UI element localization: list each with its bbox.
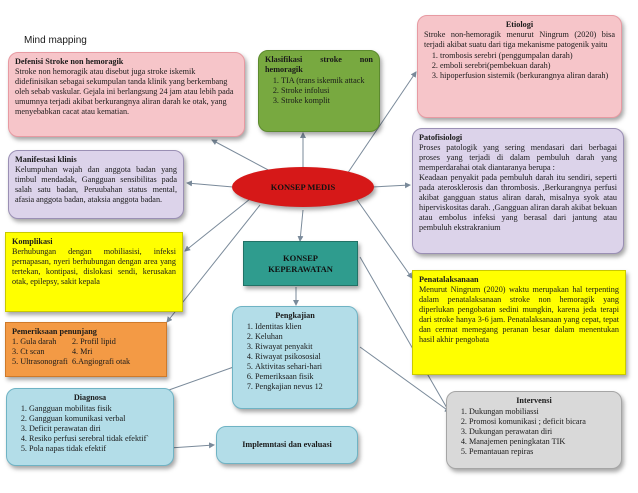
- patofisiologi-body-2: Keadaan penyakit pada pembuluh darah itu…: [419, 173, 617, 232]
- diagnosa-box: Diagnosa Gangguan mobilitas fisik Ganggu…: [6, 388, 174, 466]
- etiologi-title: Etiologi: [505, 20, 534, 29]
- konsep-keperawatan-label: KONSEP KEPERAWATAN: [268, 253, 333, 274]
- list-item: Dukungan perawatan diri: [469, 427, 615, 437]
- penatalaksanaan-box: Penatalaksanaan Menurut Ningrum (2020) w…: [412, 270, 626, 375]
- manifestasi-title: Manifestasi klinis: [15, 155, 77, 164]
- pemeriksaan-box: Pemeriksaan penunjang 1. Gula darah 2. P…: [5, 322, 167, 377]
- line-to-patofisiologi: [371, 182, 411, 189]
- penatalaksanaan-title: Penatalaksanaan: [419, 275, 479, 284]
- diagnosa-title: Diagnosa: [73, 393, 107, 402]
- manifestasi-box: Manifestasi klinis Kelumpuhan wajah dan …: [8, 150, 184, 219]
- line-to-intervensi-2: [359, 256, 456, 423]
- list-item: Promosi komunikasi ; deficit bicara: [469, 417, 615, 427]
- list-item: Stroke komplit: [281, 96, 373, 106]
- table-cell: 2. Profil lipid: [71, 337, 116, 346]
- pengkajian-box: Pengkajian Identitas klien Keluhan Riway…: [232, 306, 358, 409]
- list-item: Aktivitas sehari-hari: [255, 362, 351, 372]
- list-item: Identitas klien: [255, 322, 351, 332]
- list-item: Resiko perfusi serebral tidak efektif`: [29, 434, 167, 444]
- list-item: Pemantauan repiras: [469, 447, 615, 457]
- line-to-penatalaksanaan: [354, 196, 413, 279]
- pemeriksaan-table: 1. Gula darah 2. Profil lipid 3. Ct scan…: [12, 337, 130, 367]
- table-cell: 4. Mri: [71, 346, 93, 356]
- klasifikasi-title: Klasifikasi stroke non hemoragik: [265, 55, 373, 74]
- komplikasi-title: Komplikasi: [12, 237, 53, 246]
- klasifikasi-box: Klasifikasi stroke non hemoragik TIA (tr…: [258, 50, 380, 132]
- table-cell: 6.Angiografi otak: [71, 356, 131, 366]
- komplikasi-body: Berhubungan dengan mobiliasisi, infeksi …: [12, 247, 176, 286]
- manifestasi-body: Kelumpuhan wajah dan anggota badan yang …: [15, 165, 177, 204]
- list-item: Gangguan komunikasi verbal: [29, 414, 167, 424]
- list-item: Riwayat psikososial: [255, 352, 351, 362]
- line-to-komplikasi: [184, 198, 251, 252]
- intervensi-box: Intervensi Dukungan mobiliassi Promosi k…: [446, 391, 622, 469]
- klasifikasi-list: TIA (trans iskemik attack Stroke infolus…: [265, 76, 373, 106]
- definisi-body: Stroke non hemoragik atau disebut juga s…: [15, 67, 234, 116]
- penatalaksanaan-body: Menurut Ningrum (2020) waktu merupakan h…: [419, 285, 619, 344]
- pengkajian-list: Identitas klien Keluhan Riwayat penyakit…: [239, 322, 351, 392]
- list-item: Riwayat penyakit: [255, 342, 351, 352]
- definisi-title: Defenisi Stroke non hemoragik: [15, 57, 124, 66]
- list-item: Keluhan: [255, 332, 351, 342]
- konsep-keperawatan-node: KONSEP KEPERAWATAN: [243, 241, 358, 286]
- list-item: Deficit perawatan diri: [29, 424, 167, 434]
- table-row: 1. Gula darah 2. Profil lipid: [12, 337, 130, 347]
- list-item: Pemeriksaan fisik: [255, 372, 351, 382]
- list-item: Pola napas tidak efektif: [29, 444, 167, 454]
- implementasi-label: Implemntasi dan evaluasi: [242, 440, 332, 449]
- implementasi-box: Implemntasi dan evaluasi: [216, 426, 358, 464]
- konsep-medis-node: KONSEP MEDIS: [232, 167, 374, 207]
- etiologi-body: Stroke non-hemoragik menurut Ningrum (20…: [424, 30, 615, 49]
- line-to-definisi: [211, 139, 273, 173]
- diagnosa-list: Gangguan mobilitas fisik Gangguan komuni…: [13, 404, 167, 454]
- patofisiologi-box: Patofisiologi Proses patologik yang seri…: [412, 128, 624, 254]
- pemeriksaan-title: Pemeriksaan penunjang: [12, 327, 97, 336]
- list-item: emboli serebri(pembekuan darah): [440, 61, 615, 71]
- konsep-medis-label: KONSEP MEDIS: [270, 182, 336, 192]
- etiologi-list: trombosis serebri (penggumpalan darah) e…: [424, 51, 615, 81]
- line-to-manifestasi: [186, 180, 234, 188]
- list-item: TIA (trans iskemik attack: [281, 76, 373, 86]
- patofisiologi-title: Patofisiologi: [419, 133, 463, 142]
- list-item: trombosis serebri (penggumpalan darah): [440, 51, 615, 61]
- line-to-intervensi: [359, 346, 451, 413]
- page-title: Mind mapping: [24, 35, 87, 46]
- list-item: Gangguan mobilitas fisik: [29, 404, 167, 414]
- table-cell: 3. Ct scan: [12, 346, 45, 356]
- pengkajian-title: Pengkajian: [275, 311, 315, 320]
- list-item: Dukungan mobiliassi: [469, 407, 615, 417]
- patofisiologi-body-1: Proses patologik yang sering mendasari d…: [419, 143, 617, 172]
- table-cell: 5. Ultrasonografi: [12, 356, 68, 366]
- list-item: hipoperfusion sistemik (berkurangnya ali…: [440, 71, 615, 81]
- definisi-box: Defenisi Stroke non hemoragik Stroke non…: [8, 52, 245, 137]
- list-item: Manajemen peningkatan TIK: [469, 437, 615, 447]
- line-to-etiologi: [344, 71, 417, 178]
- list-item: Stroke infolusi: [281, 86, 373, 96]
- intervensi-list: Dukungan mobiliassi Promosi komunikasi ;…: [453, 407, 615, 457]
- list-item: Pengkajian nevus 12: [255, 382, 351, 392]
- komplikasi-box: Komplikasi Berhubungan dengan mobiliasis…: [5, 232, 183, 312]
- table-row: 3. Ct scan 4. Mri: [12, 347, 130, 357]
- intervensi-title: Intervensi: [516, 396, 552, 405]
- etiologi-box: Etiologi Stroke non-hemoragik menurut Ni…: [417, 15, 622, 118]
- line-to-konsep-keperawatan: [297, 209, 304, 242]
- table-row: 5. Ultrasonografi 6.Angiografi otak: [12, 357, 130, 367]
- table-cell: 1. Gula darah: [12, 337, 57, 346]
